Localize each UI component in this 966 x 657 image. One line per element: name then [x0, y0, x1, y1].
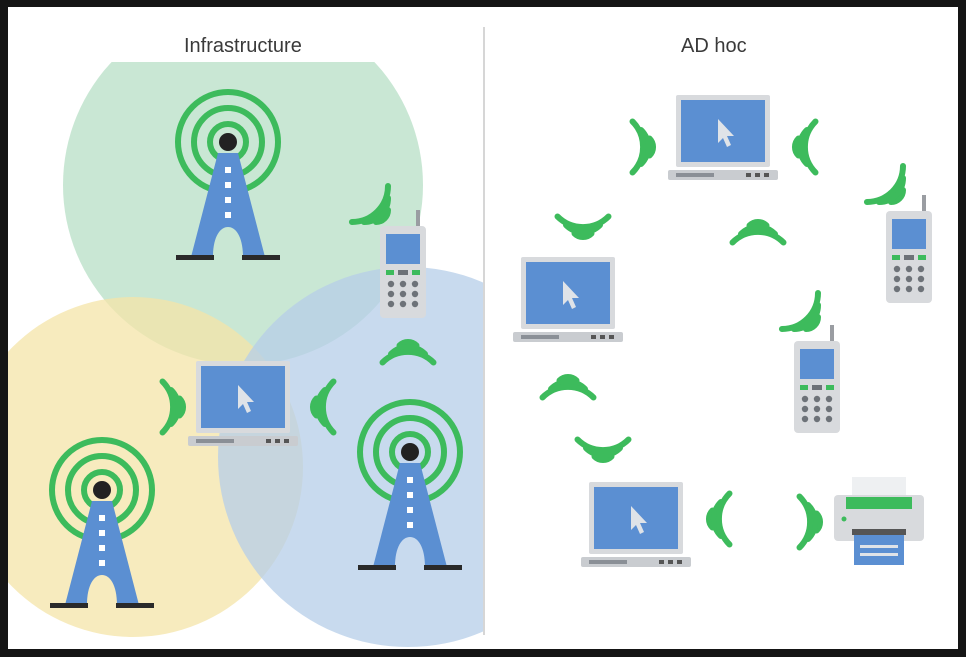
mobile-phone-icon [794, 325, 840, 433]
network-diagram [8, 7, 958, 649]
mobile-phone-icon [886, 195, 932, 303]
diagram-frame: Infrastructure AD hoc [8, 7, 958, 649]
mobile-phone-icon [380, 210, 426, 318]
adhoc-title: AD hoc [681, 35, 747, 57]
infrastructure-title: Infrastructure [184, 35, 302, 57]
